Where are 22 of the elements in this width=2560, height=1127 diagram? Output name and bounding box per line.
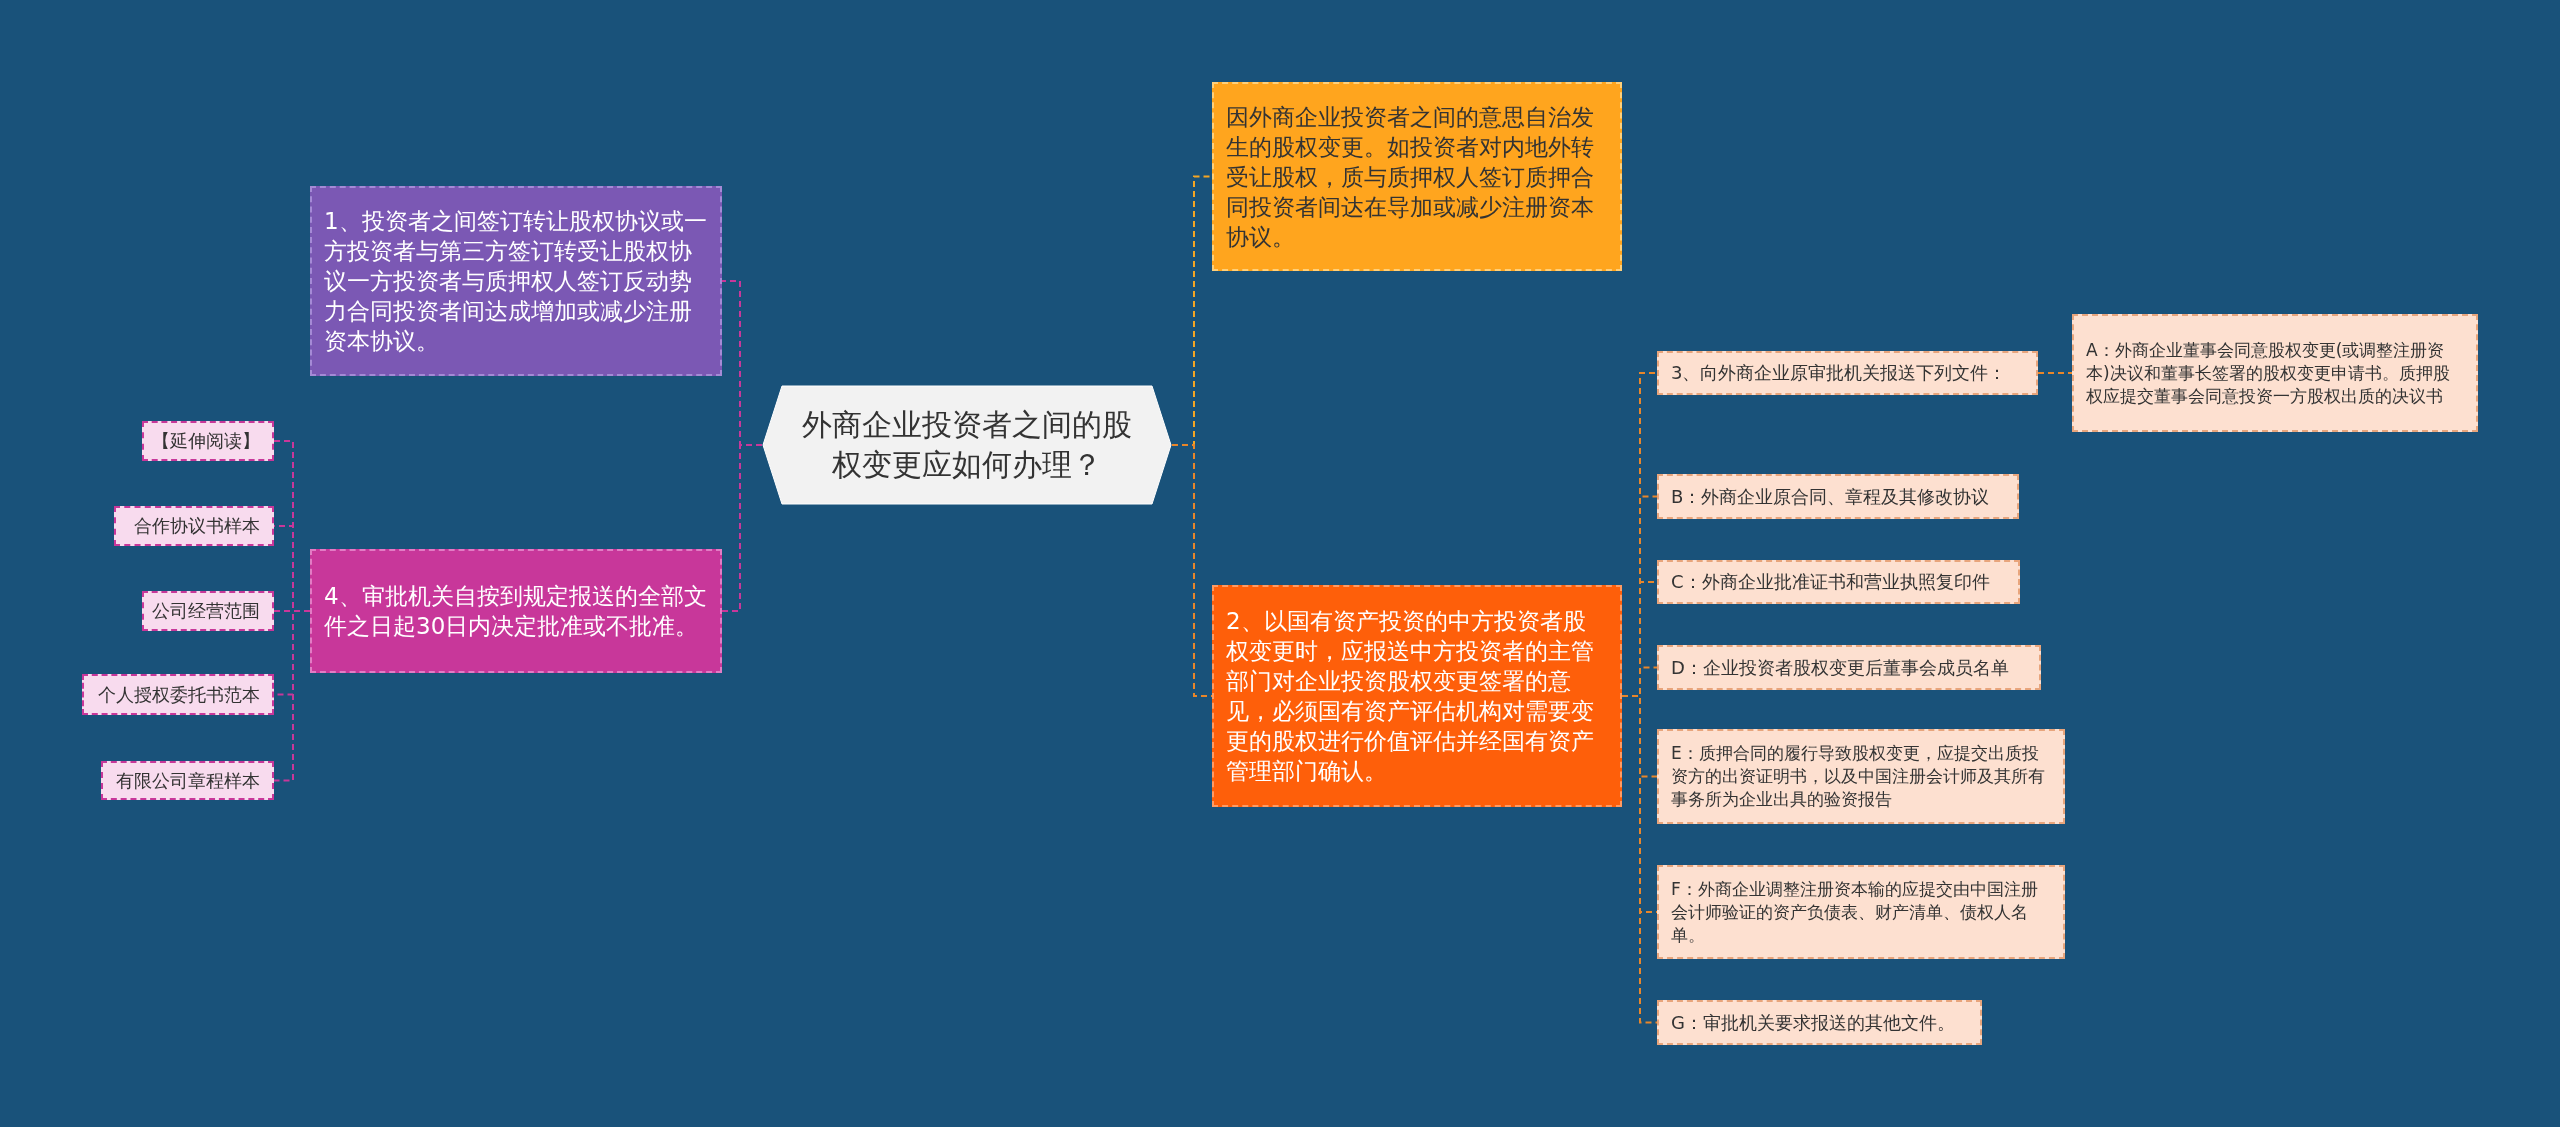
subtopic-box: F：外商企业调整注册资本输的应提交由中国注册会计师验证的资产负债表、财产清单、债权人名单。 — [1657, 865, 2065, 959]
subtopic-box: D：企业投资者股权变更后董事会成员名单 — [1657, 645, 2041, 690]
subtopic-box: A：外商企业董事会同意股权变更(或调整注册资本)决议和董事长签署的股权变更申请书。质押股权应提交董事会同意投资一方股权出质的决议书 — [2072, 314, 2478, 432]
subtopic-box: E：质押合同的履行导致股权变更，应提交出质投资方的出资证明书，以及中国注册会计师及其所有事务所为企业出具的验资报告 — [1657, 729, 2065, 824]
subtopic-box: C：外商企业批准证书和营业执照复印件 — [1657, 560, 2020, 604]
link-box: 【延伸阅读】 — [142, 421, 274, 461]
link-box: 合作协议书样本 — [114, 506, 274, 546]
subtopic-box: B：外商企业原合同、章程及其修改协议 — [1657, 474, 2019, 519]
topic-box: 4、审批机关自按到规定报送的全部文件之日起30日内决定批准或不批准。 — [310, 549, 722, 673]
connector — [2037, 372, 2073, 374]
topic-box: 因外商企业投资者之间的意思自治发生的股权变更。如投资者对内地外转受让股权，质与质押权人签订质押合同投资者间达在导加或减少注册资本协议。 — [1212, 82, 1622, 271]
topic-hexagon: 外商企业投资者之间的股权变更应如何办理？ — [762, 385, 1172, 505]
connector — [273, 610, 311, 782]
link-box: 个人授权委托书范本 — [82, 674, 274, 715]
connector — [721, 444, 763, 612]
subtopic-box: 3、向外商企业原审批机关报送下列文件： — [1657, 351, 2038, 395]
subtopic-box: G：审批机关要求报送的其他文件。 — [1657, 1000, 1982, 1045]
link-box: 有限公司章程样本 — [101, 761, 274, 800]
link-box: 公司经营范围 — [142, 591, 274, 631]
connector — [1621, 695, 1658, 1024]
topic-box: 2、以国有资产投资的中方投资者股权变更时，应报送中方投资者的主管部门对企业投资股权变更签署的意见，必须国有资产评估机构对需要变更的股权进行价值评估并经国有资产管理部门确认。 — [1212, 585, 1622, 807]
topic-box: 1、投资者之间签订转让股权协议或一方投资者与第三方签订转受让股权协议一方投资者与质押权人签订反动势力合同投资者间达成增加或减少注册资本协议。 — [310, 186, 722, 376]
